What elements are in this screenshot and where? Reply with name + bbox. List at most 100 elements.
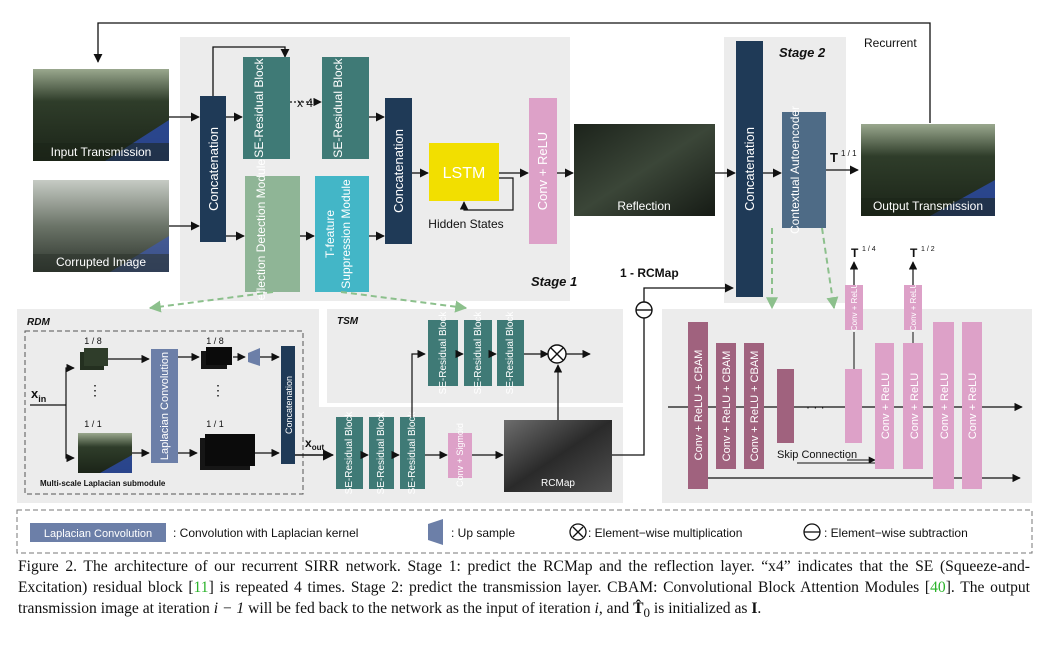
citation-link-40[interactable]: 40 — [930, 579, 946, 596]
autoencoder-ellipsis: · · · — [806, 400, 825, 414]
svg-text:Laplacian Convolution: Laplacian Convolution — [159, 352, 171, 460]
corrupted-image: Corrupted Image — [33, 180, 169, 272]
svg-text:Concatenation: Concatenation — [391, 129, 406, 213]
rdm-title: RDM — [27, 317, 50, 328]
svg-text:SE-Residual Block: SE-Residual Block — [438, 311, 449, 395]
svg-text:Concatenation: Concatenation — [284, 376, 294, 434]
legend-up-sample-icon — [428, 519, 443, 545]
laplacian-convolution-block: Laplacian Convolution — [151, 349, 178, 463]
rcmap-image-label: RCMap — [541, 478, 575, 489]
legend-subtraction-icon — [803, 523, 821, 541]
legend-laplacian-swatch — [30, 523, 166, 542]
element-wise-multiplication-icon — [547, 344, 567, 364]
svg-text:Conv + ReLU + CBAM: Conv + ReLU + CBAM — [721, 351, 733, 462]
t-output-scale: 1 / 1 — [841, 149, 857, 158]
svg-text:Conv + ReLU: Conv + ReLU — [880, 373, 892, 439]
rcmap-subtraction-label: 1 - RCMap — [620, 266, 679, 280]
svg-text:SE-Residual Block: SE-Residual Block — [505, 311, 516, 395]
decoder-conv-relu-1: Conv + ReLU — [875, 343, 894, 469]
svg-text:Conv + ReLU: Conv + ReLU — [850, 283, 859, 331]
svg-text:SE-Residual Block: SE-Residual Block — [473, 311, 484, 395]
svg-text:Concatenation: Concatenation — [742, 127, 757, 211]
rdm-input-small — [80, 348, 108, 370]
stage1-panel — [180, 37, 570, 301]
svg-text:Conv + ReLU + CBAM: Conv + ReLU + CBAM — [749, 351, 761, 462]
decoder-conv-relu-3: Conv + ReLU — [933, 322, 954, 489]
up-sample-icon — [248, 348, 260, 366]
bottleneck-block — [777, 369, 794, 443]
tsm-se-residual-block-1: SE-Residual Block — [428, 311, 458, 395]
lower-se-residual-block-1: SE-Residual Block — [336, 411, 363, 495]
svg-text:Conv + ReLU: Conv + ReLU — [939, 373, 951, 439]
reflection-detection-module: Reflection Detection Module — [245, 159, 300, 309]
side-conv-relu-half: Conv + ReLU — [904, 283, 922, 331]
recurrent-arrow — [93, 22, 931, 123]
scale-one-label-1: 1 / 1 — [84, 419, 102, 429]
t-quarter-symbol: T — [851, 246, 859, 260]
concatenation-block-1: Concatenation — [200, 96, 226, 242]
conv-relu-block-stage1: Conv + ReLU — [529, 98, 557, 244]
laplacian-output-large — [200, 434, 255, 470]
svg-text:Suppression Module: Suppression Module — [339, 179, 353, 289]
architecture-diagram: Recurrent Input Transmission Corrupted I… — [16, 22, 1033, 554]
citation-link-11[interactable]: 11 — [193, 579, 209, 596]
legend-mult-text: : Element−wise multiplication — [588, 526, 742, 540]
svg-text:SE-Residual Block: SE-Residual Block — [344, 411, 355, 495]
rdm-concatenation-block: Concatenation — [281, 346, 295, 464]
cbam-block-3: Conv + ReLU + CBAM — [744, 343, 764, 469]
svg-text:SE-Residual Block: SE-Residual Block — [407, 411, 418, 495]
decoder-conv-relu-2: Conv + ReLU — [903, 343, 923, 469]
rdm-dots-2: ⋮ — [211, 382, 225, 398]
svg-text:Conv + ReLU: Conv + ReLU — [909, 373, 921, 439]
conv-sigmoid-block: Conv + Sigmoid — [448, 423, 472, 487]
rdm-dots-1: ⋮ — [88, 382, 102, 398]
rcmap-image: RCMap — [504, 420, 612, 492]
svg-text:Conv + ReLU: Conv + ReLU — [535, 132, 550, 210]
skip-connection-label: Skip Connection — [777, 449, 857, 461]
t-half-symbol: T — [910, 246, 918, 260]
figure-caption: Figure 2. The architecture of our recurr… — [18, 558, 1030, 621]
concatenation-block-stage2: Concatenation — [736, 41, 763, 297]
submodule-label: Multi-scale Laplacian submodule — [40, 479, 166, 488]
t-half-scale: 1 / 2 — [921, 246, 935, 253]
svg-text:Conv + Sigmoid: Conv + Sigmoid — [455, 423, 465, 487]
t-quarter-scale: 1 / 4 — [862, 246, 876, 253]
scale-one-label-2: 1 / 1 — [206, 419, 224, 429]
legend-laplacian-text: : Convolution with Laplacian kernel — [173, 526, 358, 540]
contextual-autoencoder-block: Contextual Autoencoder Contextual Autoen… — [782, 106, 826, 234]
svg-text:Contextual Autoencoder: Contextual Autoencoder — [788, 106, 802, 234]
cbam-block-2: Conv + ReLU + CBAM — [716, 343, 736, 469]
svg-text:Conv + ReLU: Conv + ReLU — [909, 283, 918, 331]
input-transmission-image: Input Transmission — [33, 69, 169, 161]
element-wise-subtraction-icon — [635, 301, 653, 319]
svg-text:SE-Residual Block: SE-Residual Block — [376, 411, 387, 495]
tsm-title: TSM — [337, 316, 359, 327]
se-residual-block-1: SE-Residual Block — [243, 57, 290, 159]
recurrent-label: Recurrent — [864, 36, 917, 50]
lower-se-residual-block-3: SE-Residual Block — [400, 411, 425, 495]
svg-text:Conv + ReLU + CBAM: Conv + ReLU + CBAM — [693, 350, 705, 461]
legend-laplacian-label: Laplacian Convolution — [44, 528, 152, 540]
svg-text:SE-Residual Block: SE-Residual Block — [252, 57, 266, 157]
output-transmission-image: Output Transmission — [861, 124, 995, 216]
legend-multiplication-icon — [569, 523, 587, 541]
tsm-se-residual-block-3: SE-Residual Block — [497, 311, 524, 395]
svg-text:T-feature: T-feature — [323, 210, 337, 258]
decoder-block-1 — [845, 369, 862, 443]
tsm-se-residual-block-2: SE-Residual Block — [464, 311, 492, 395]
reflection-image: Reflection — [574, 124, 715, 216]
t-feature-suppression-module: T-feature Suppression Module — [315, 176, 369, 292]
concatenation-block-2: Concatenation — [385, 98, 412, 244]
reflection-label: Reflection — [617, 199, 670, 213]
laplacian-output-small — [201, 347, 232, 369]
stage2-label: Stage 2 — [779, 45, 826, 60]
svg-text:SE-Residual Block: SE-Residual Block — [331, 57, 345, 157]
se-residual-block-2: SE-Residual Block — [322, 57, 369, 159]
cbam-block-1: Conv + ReLU + CBAM — [688, 322, 708, 489]
decoder-conv-relu-4: Conv + ReLU — [962, 322, 982, 489]
x-in-label: xin — [31, 386, 46, 404]
input-transmission-label: Input Transmission — [51, 145, 152, 159]
side-conv-relu-quarter: Conv + ReLU — [845, 283, 863, 331]
laplacian-submodule-box — [24, 330, 304, 495]
output-transmission-label: Output Transmission — [873, 199, 983, 213]
